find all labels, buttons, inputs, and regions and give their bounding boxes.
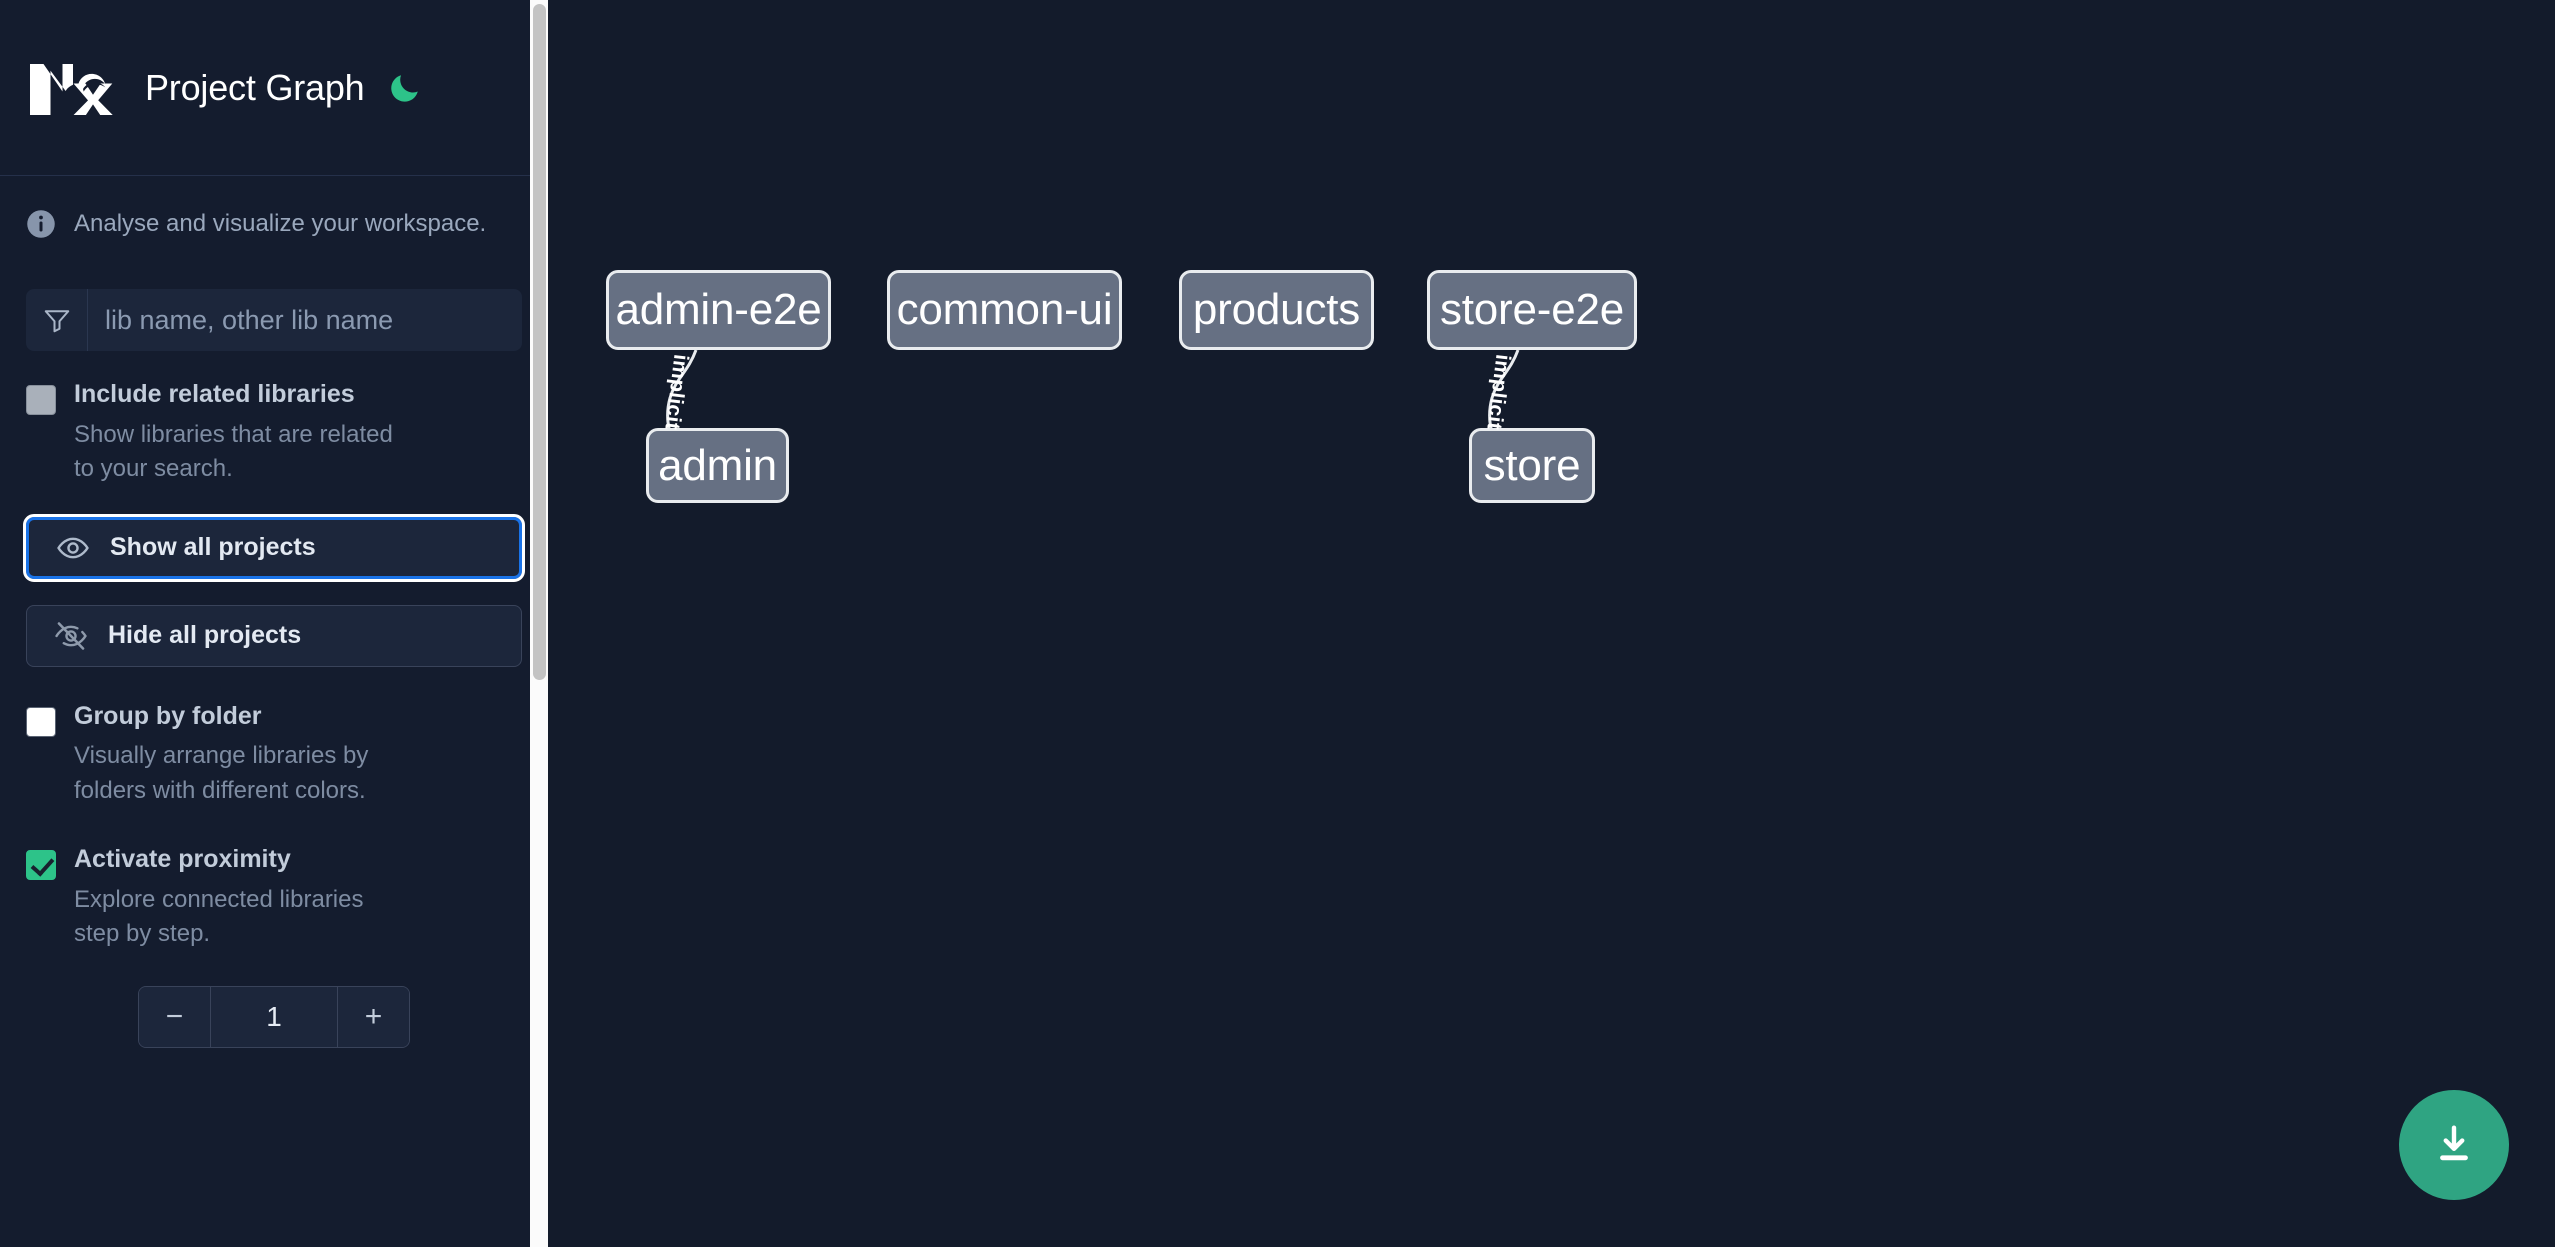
hide-all-projects-label: Hide all projects <box>108 621 302 650</box>
sidebar-scrollbar-thumb[interactable] <box>533 4 546 680</box>
graph-node-common-ui[interactable]: common-ui <box>887 270 1122 350</box>
include-related-description: Show libraries that are related to your … <box>74 420 393 483</box>
include-related-texts: Include related libraries Show libraries… <box>74 380 414 487</box>
eye-slash-icon <box>54 619 88 653</box>
download-icon <box>2431 1121 2477 1170</box>
graph-node-admin-e2e[interactable]: admin-e2e <box>606 270 831 350</box>
download-button[interactable] <box>2399 1090 2509 1200</box>
filter-section <box>0 289 548 351</box>
graph-node-products[interactable]: products <box>1179 270 1374 350</box>
graph-node-label: common-ui <box>896 285 1113 334</box>
search-box[interactable] <box>26 289 522 351</box>
nx-logo-icon <box>26 59 118 117</box>
visibility-buttons: Show all projects Hide all projects <box>0 513 548 667</box>
page-title: Project Graph <box>145 66 365 108</box>
group-by-folder-texts: Group by folder Visually arrange librari… <box>74 701 414 809</box>
proximity-value: 1 <box>211 986 337 1047</box>
graph-node-label: products <box>1192 285 1361 334</box>
graph-node-store-e2e[interactable]: store-e2e <box>1427 270 1637 350</box>
show-all-projects-button[interactable]: Show all projects <box>23 513 525 582</box>
graph-node-store[interactable]: store <box>1469 428 1595 503</box>
eye-icon <box>56 531 90 565</box>
info-circle-icon <box>26 209 56 239</box>
sidebar-header: Project Graph <box>0 0 548 176</box>
group-by-folder-label: Group by folder <box>74 701 262 730</box>
activate-proximity-checkbox[interactable] <box>26 850 56 881</box>
group-by-folder-checkbox[interactable] <box>26 706 56 737</box>
graph-edges-layer <box>663 349 1520 461</box>
activate-proximity-texts: Activate proximity Explore connected lib… <box>74 846 414 952</box>
workspace-info-text: Analyse and visualize your workspace. <box>74 210 487 237</box>
option-include-related[interactable]: Include related libraries Show libraries… <box>0 380 548 487</box>
activate-proximity-description: Explore connected libraries step by step… <box>74 885 364 948</box>
proximity-decrement-button[interactable]: − <box>139 986 211 1047</box>
button-gap <box>26 579 522 605</box>
graph-canvas[interactable]: admin-e2e common-ui products store-e2e a… <box>548 0 2555 1247</box>
include-related-label: Include related libraries <box>74 380 355 408</box>
graph-node-label: admin <box>658 440 777 490</box>
proximity-increment-button[interactable]: + <box>337 986 409 1047</box>
option-group-by-folder[interactable]: Group by folder Visually arrange librari… <box>0 701 548 809</box>
graph-node-label: admin-e2e <box>615 285 822 334</box>
option-activate-proximity[interactable]: Activate proximity Explore connected lib… <box>0 846 548 952</box>
sidebar: Project Graph Analyse and visualize yo <box>0 0 548 1247</box>
activate-proximity-label: Activate proximity <box>74 845 291 874</box>
include-related-checkbox[interactable] <box>26 385 56 415</box>
graph-node-label: store-e2e <box>1439 285 1625 334</box>
funnel-icon <box>26 289 88 351</box>
moon-icon[interactable] <box>387 70 423 106</box>
search-input[interactable] <box>88 289 522 351</box>
hide-all-projects-button[interactable]: Hide all projects <box>26 604 522 667</box>
proximity-stepper-wrap: − 1 + <box>0 985 548 1048</box>
workspace-info: Analyse and visualize your workspace. <box>0 176 548 272</box>
proximity-stepper: − 1 + <box>138 985 410 1048</box>
group-by-folder-description: Visually arrange libraries by folders wi… <box>74 742 369 804</box>
show-all-projects-label: Show all projects <box>110 533 316 562</box>
sidebar-content: Project Graph Analyse and visualize yo <box>0 0 548 1048</box>
graph-node-admin[interactable]: admin <box>646 428 789 503</box>
sidebar-scrollbar-track[interactable] <box>530 0 548 1247</box>
graph-node-label: store <box>1483 440 1581 490</box>
